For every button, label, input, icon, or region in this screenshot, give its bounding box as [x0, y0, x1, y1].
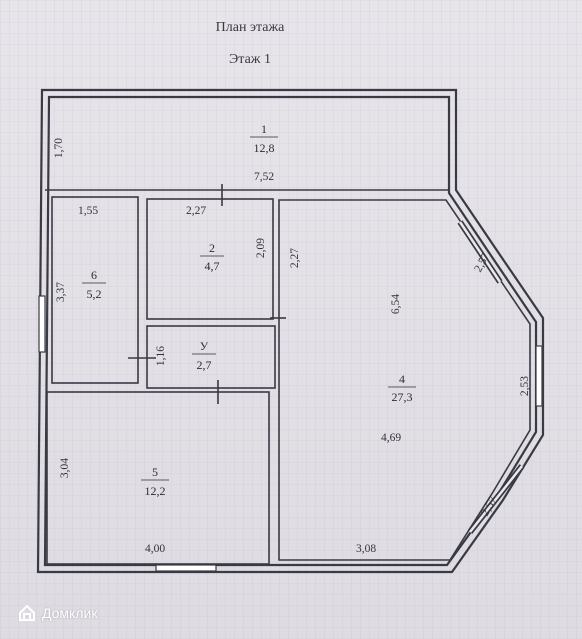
- dimension-label: 2,53: [519, 376, 531, 396]
- window: [458, 221, 502, 283]
- svg-text:4: 4: [399, 372, 405, 386]
- svg-text:27,3: 27,3: [392, 390, 413, 404]
- svg-text:У: У: [200, 339, 209, 353]
- dimension-label: 3,04: [59, 458, 71, 478]
- outer-wall-inner-line: [43, 95, 538, 567]
- room-4-outline: [278, 199, 531, 561]
- room-2-label: 2 4,7: [200, 241, 224, 273]
- dimension-label: 4,69: [381, 432, 401, 444]
- domclick-logo-icon: [19, 604, 35, 621]
- dimension-label: 2,09: [255, 238, 267, 258]
- room-u-label: У 2,7: [192, 339, 216, 372]
- brand-name: Домклик: [42, 605, 98, 621]
- room-1-label: 1 12,8: [250, 122, 278, 155]
- dimension-label: 6,54: [390, 294, 402, 314]
- svg-text:12,2: 12,2: [145, 484, 166, 498]
- svg-text:12,8: 12,8: [254, 141, 275, 155]
- room-5-label: 5 12,2: [141, 465, 169, 498]
- outer-wall: [36, 88, 545, 574]
- window: [38, 295, 46, 353]
- floor-subtitle: Этаж 1: [229, 52, 271, 67]
- dimension-label: 1,70: [53, 138, 65, 158]
- svg-text:2,7: 2,7: [197, 358, 212, 372]
- domclick-watermark: Домклик: [18, 601, 97, 625]
- svg-text:5,2: 5,2: [87, 287, 102, 301]
- svg-text:5: 5: [152, 465, 158, 479]
- dimension-label: 1,55: [78, 205, 98, 217]
- room-5-outline: [46, 391, 270, 565]
- dimension-label: 3,08: [356, 543, 376, 555]
- room-6-label: 6 5,2: [82, 268, 106, 301]
- dimension-label: 3,37: [55, 282, 67, 302]
- svg-text:4,7: 4,7: [205, 259, 220, 273]
- svg-text:6: 6: [91, 268, 97, 282]
- window: [535, 345, 543, 407]
- room-2-outline: [146, 198, 274, 320]
- plan-title: План этажа: [215, 20, 285, 35]
- dimension-label: 4,00: [145, 543, 165, 555]
- room-u-outline: [146, 325, 276, 389]
- window: [155, 564, 217, 572]
- dimension-label: 2,27: [186, 205, 206, 217]
- window: [469, 465, 523, 533]
- room-4-label: 4 27,3: [388, 372, 416, 404]
- dimension-label: 7,52: [254, 171, 274, 183]
- dimension-label: 1,16: [155, 346, 167, 366]
- dimension-label: 2,27: [289, 248, 301, 268]
- room-6-outline: [51, 196, 139, 384]
- svg-text:2: 2: [209, 241, 215, 255]
- svg-text:1: 1: [261, 122, 267, 136]
